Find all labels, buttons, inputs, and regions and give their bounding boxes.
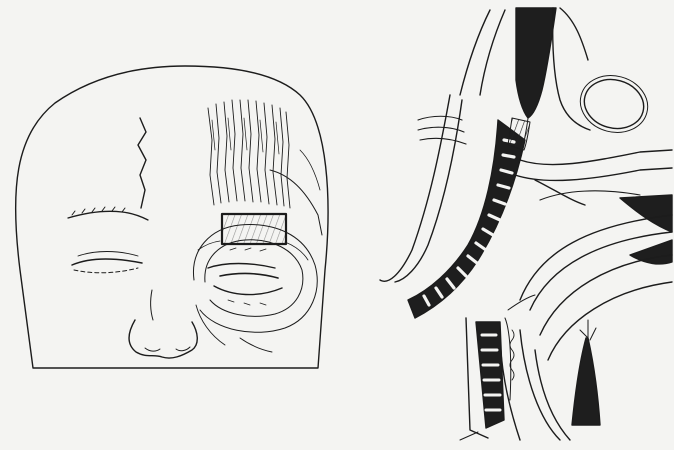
right-dark-wedge bbox=[620, 195, 672, 232]
lower-dark-block bbox=[476, 322, 504, 428]
frontalis-fibers bbox=[208, 100, 290, 208]
forehead-wrinkle bbox=[138, 118, 146, 208]
top-tendon bbox=[516, 8, 556, 118]
nose bbox=[129, 320, 197, 358]
dark-muscle-band bbox=[408, 120, 525, 318]
section-drawing bbox=[380, 8, 672, 440]
lower-dark-cone bbox=[572, 338, 600, 425]
face-drawing bbox=[16, 66, 328, 368]
left-eye bbox=[72, 259, 142, 265]
left-eyebrow bbox=[68, 211, 148, 220]
